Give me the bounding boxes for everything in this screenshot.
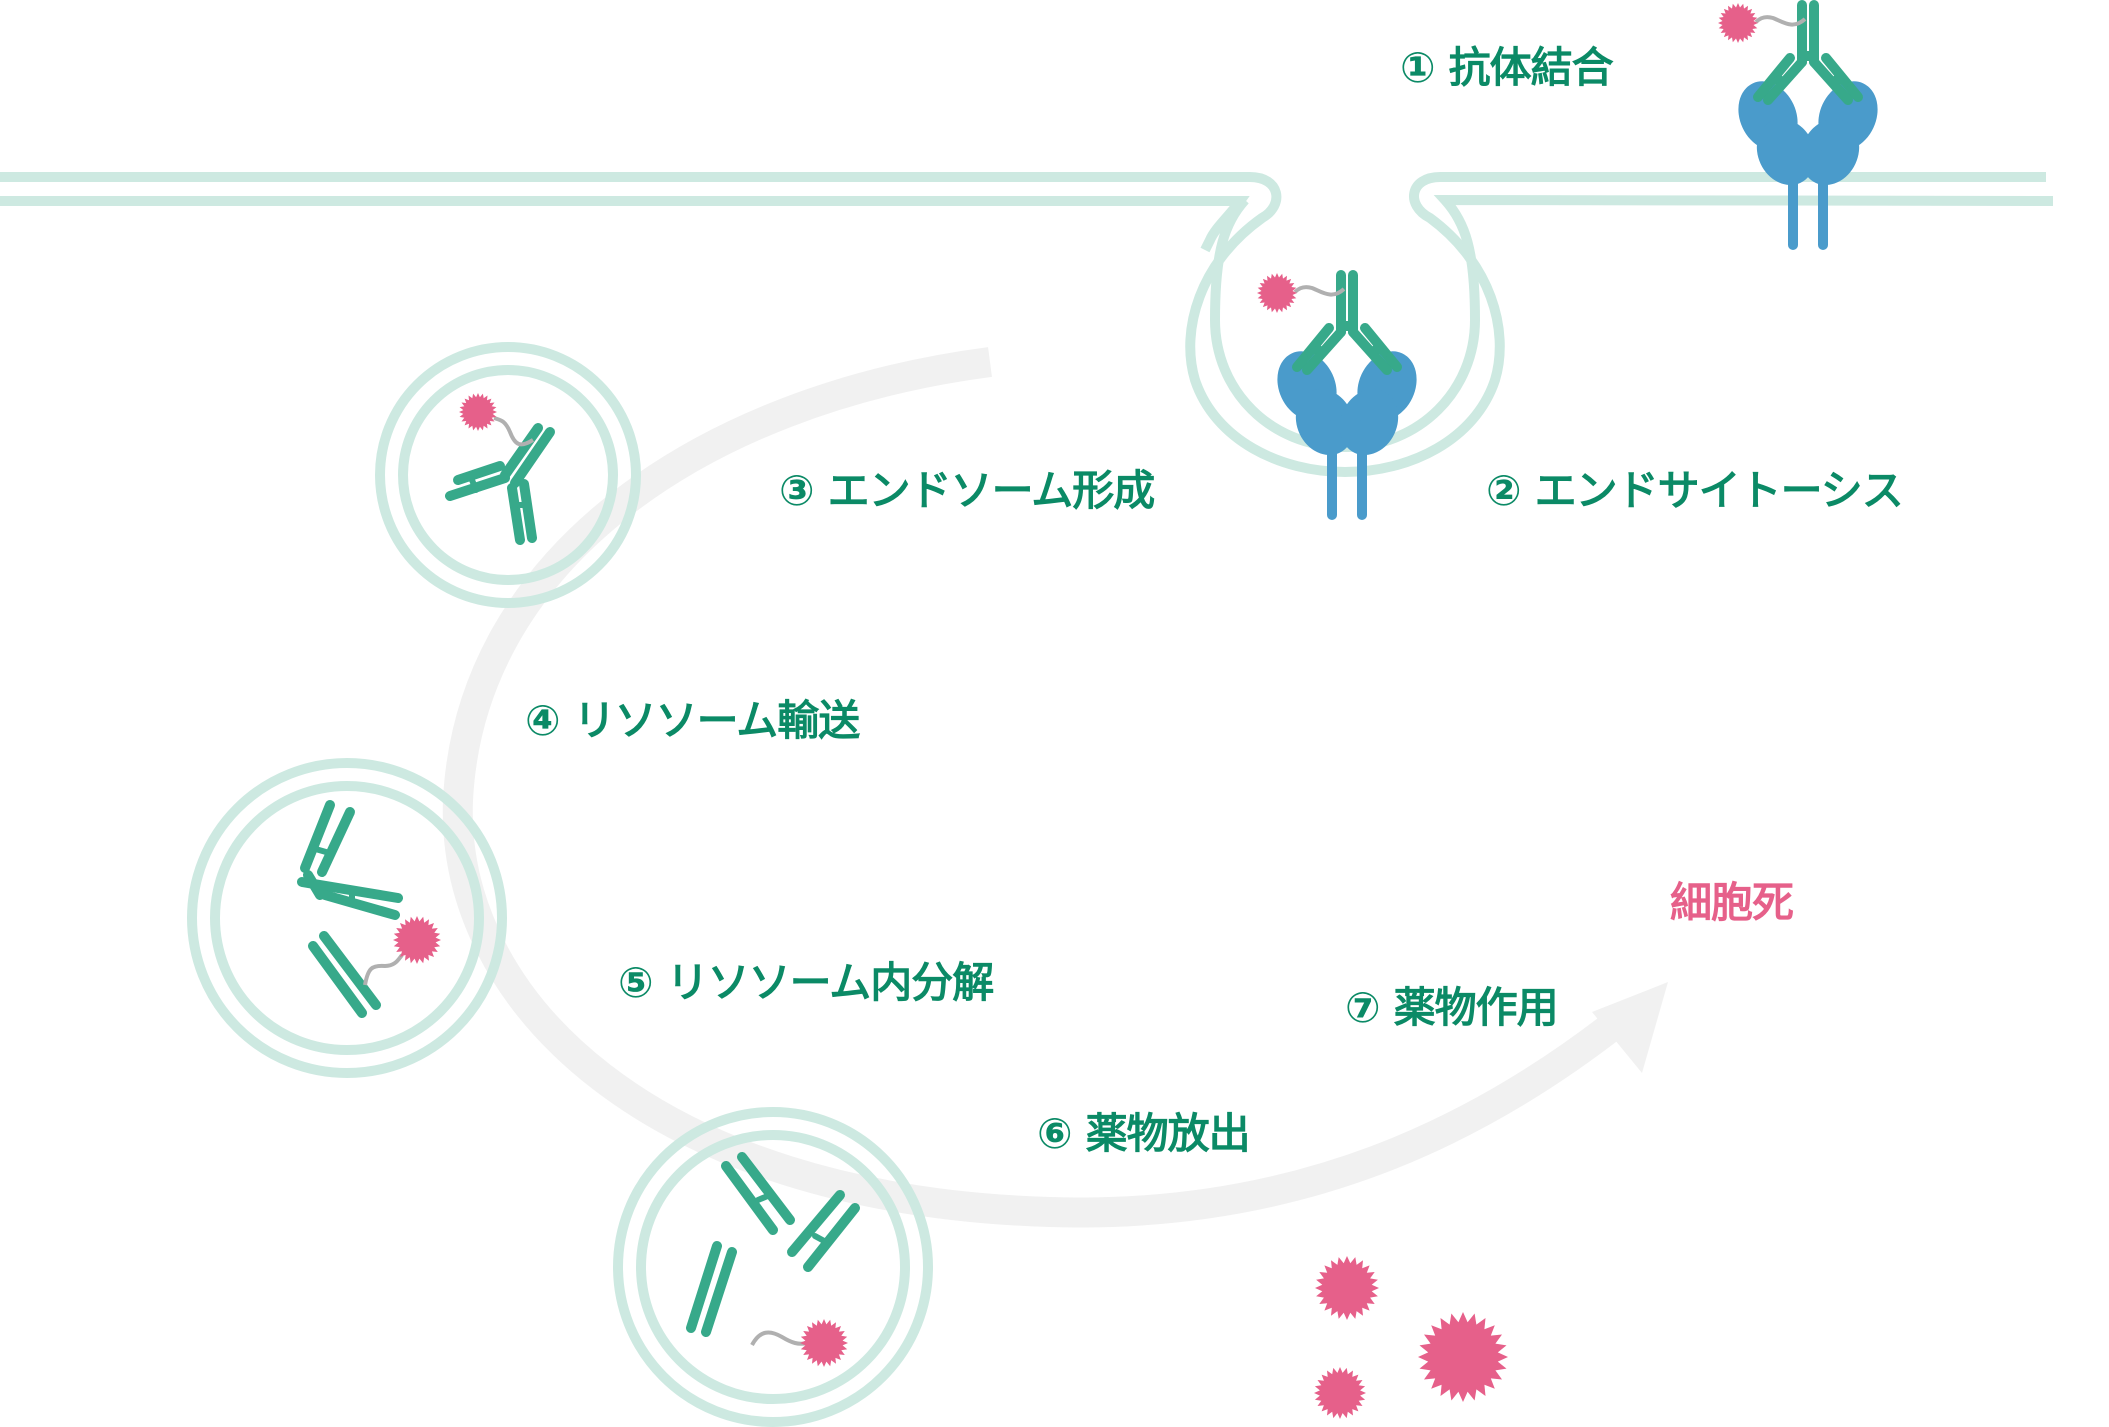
- antibody-icon: [445, 423, 555, 545]
- antibody-icon: [1753, 0, 1863, 105]
- drug-payload-shape: [1718, 3, 1758, 43]
- step-number: ⑤: [618, 958, 654, 1007]
- step-text: 薬物放出: [1085, 1109, 1251, 1158]
- step-number: ⑥: [1037, 1109, 1073, 1158]
- cell-death-label: 細胞死: [1670, 878, 1794, 927]
- drug-payload-icon: [1314, 1367, 1366, 1419]
- drug-payload-icon: [1315, 1256, 1379, 1320]
- flow-arrow-head: [1592, 982, 1668, 1073]
- flow-arrow-body: [442, 347, 1630, 1228]
- receptor-icon: [1738, 81, 1878, 250]
- linker: [1754, 15, 1807, 27]
- antibody-fragment-icon: [686, 1241, 737, 1337]
- antibody-in-endosome: [445, 393, 555, 545]
- drug-payload-shape: [1315, 1256, 1379, 1320]
- step-text: リソソーム内分解: [666, 958, 995, 1007]
- linker: [493, 416, 535, 447]
- endosome-vesicle: [375, 342, 641, 608]
- antibody-fragments-lysosome-2: [686, 1152, 860, 1367]
- flow-arrow-icon: [442, 347, 1668, 1228]
- drug-payload-shape: [1257, 273, 1297, 313]
- step-text: リソソーム輸送: [573, 696, 861, 745]
- membrane-inner-leaflet: [0, 194, 2054, 453]
- step-number: ③: [779, 466, 815, 515]
- drug-payload-shape: [1314, 1367, 1366, 1419]
- step-number: ①: [1400, 43, 1436, 92]
- lysosome-vesicle-1: [187, 758, 507, 1078]
- lysosome-vesicle-2: [613, 1107, 933, 1427]
- antibody-fragments-lysosome-1: [297, 800, 441, 1018]
- antibody-fragment-icon: [297, 800, 403, 920]
- bound-antibody-pit: [1257, 270, 1417, 520]
- linker: [1293, 285, 1346, 297]
- linker: [750, 1330, 809, 1347]
- bound-antibody-surface: [1718, 0, 1878, 250]
- drug-payload-icon: [459, 393, 497, 431]
- antibody-fragment-icon: [308, 931, 381, 1018]
- drug-payload-icon: [800, 1319, 848, 1367]
- drug-payload-shape: [800, 1319, 848, 1367]
- membrane-outer-leaflet: [0, 172, 2046, 478]
- released-payloads: [1314, 1256, 1508, 1419]
- step-number: ⑦: [1345, 983, 1381, 1032]
- drug-payload-icon: [1418, 1312, 1508, 1402]
- antibody-fragment-icon: [721, 1152, 795, 1235]
- step-number: ④: [525, 696, 561, 745]
- step-text: エンドサイトーシス: [1534, 466, 1904, 515]
- step-text: 薬物作用: [1393, 983, 1559, 1032]
- antibody-icon: [1292, 270, 1402, 375]
- drug-payload-icon: [1257, 273, 1297, 313]
- cell-membrane: [0, 172, 2054, 478]
- drug-payload-shape: [1418, 1312, 1508, 1402]
- step-number: ②: [1486, 466, 1522, 515]
- drug-payload-icon: [1718, 3, 1758, 43]
- antibody-fragment-icon: [787, 1190, 860, 1272]
- drug-payload-shape: [393, 916, 441, 964]
- receptor-icon: [1277, 351, 1417, 520]
- step-text: 抗体結合: [1448, 43, 1614, 92]
- linker: [363, 953, 404, 986]
- drug-payload-shape: [459, 393, 497, 431]
- drug-payload-icon: [393, 916, 441, 964]
- step-text: エンドソーム形成: [827, 466, 1156, 515]
